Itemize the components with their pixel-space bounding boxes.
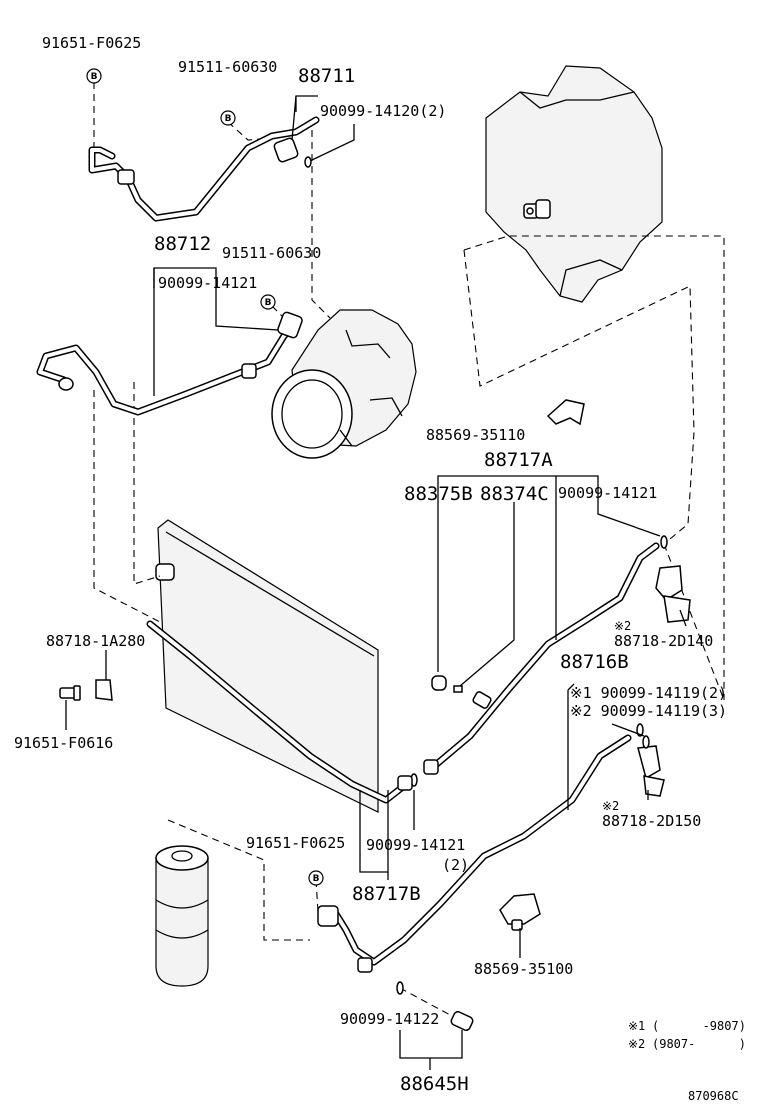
- pipe-88711: [88, 116, 320, 222]
- bracket-88718-1A280: [95, 679, 113, 701]
- o-ring-90099-14120: [304, 156, 312, 168]
- service-valve: [472, 691, 492, 709]
- label-88374C: 88374C: [480, 483, 549, 505]
- condenser: [155, 519, 379, 813]
- bolt-marker-91511-60630-a: B: [220, 110, 236, 126]
- fitting-88716B-lower: [317, 905, 373, 973]
- note-2-b: ※2: [602, 799, 619, 813]
- diagram-id: 870968C: [688, 1089, 739, 1103]
- legend-range-2: (9807- ): [652, 1037, 746, 1051]
- label-88375B: 88375B: [404, 483, 473, 505]
- label-88716B: 88716B: [560, 651, 629, 673]
- label-90099-14121-a: 90099-14121: [158, 274, 257, 292]
- bolt-91651-F0616: [59, 685, 81, 701]
- label-88718-1A280: 88718-1A280: [46, 632, 145, 650]
- leader-lines: [65, 95, 687, 1070]
- bolt-marker-text: B: [313, 874, 320, 884]
- engine-outline-dashed-2: [463, 235, 725, 700]
- bolt-marker-91651-F0625-low: B: [308, 870, 324, 886]
- label-90099-14120: 90099-14120(2): [320, 102, 446, 120]
- bolt-marker-text: B: [265, 298, 272, 308]
- pipe-88712: [36, 320, 300, 416]
- bolt-marker-91651-F0625-top: B: [86, 68, 102, 84]
- label-91511-60630-b: 91511-60630: [222, 244, 321, 262]
- label-qty-2: (2): [442, 856, 469, 874]
- clamp-88718-2D150: [637, 745, 665, 797]
- legend: ※1 ( -9807) ※2 (9807- ): [628, 1019, 746, 1051]
- label-88711: 88711: [298, 65, 355, 87]
- legend-mark-1: ※1: [628, 1019, 645, 1033]
- label-88717A: 88717A: [484, 449, 553, 471]
- label-90099-14119-3: ※2 90099-14119(3): [570, 702, 727, 720]
- o-ring-90099-14122: [396, 981, 404, 995]
- core-88374C: [453, 685, 463, 693]
- legend-range-1: ( -9807): [652, 1019, 746, 1033]
- label-88712: 88712: [154, 233, 211, 255]
- label-88569-35100: 88569-35100: [474, 960, 573, 978]
- receiver-dryer: [155, 845, 209, 987]
- joint-fittings-lower: [397, 759, 439, 791]
- pipe-88717A: [428, 542, 660, 772]
- bolt-marker-text: B: [91, 72, 98, 82]
- label-88718-2D150: 88718-2D150: [602, 812, 701, 830]
- engine-pressure-switch: [523, 199, 551, 219]
- label-91651-F0625-top: 91651-F0625: [42, 34, 141, 52]
- pipe-88717B: [146, 620, 408, 804]
- o-rings-90099-14119: [636, 723, 650, 749]
- label-88717B: 88717B: [352, 883, 421, 905]
- pressure-switch-88569-35110: [546, 399, 585, 426]
- label-90099-14121-b: 90099-14121: [558, 484, 657, 502]
- pipe-88716B: [332, 734, 632, 966]
- fitting-88712-end: [58, 311, 303, 391]
- label-91651-F0625-low: 91651-F0625: [246, 834, 345, 852]
- cap-88375B: [431, 675, 447, 691]
- bolt-marker-91511-60630-b: B: [260, 294, 276, 310]
- label-88645H: 88645H: [400, 1073, 469, 1095]
- label-88569-35110: 88569-35110: [426, 426, 525, 444]
- label-90099-14119-2: ※1 90099-14119(2): [570, 684, 727, 702]
- bolt-marker-text: B: [225, 114, 232, 124]
- label-90099-14121-c: 90099-14121: [366, 836, 465, 854]
- label-90099-14122: 90099-14122: [340, 1010, 439, 1028]
- switch-88645H: [450, 1010, 474, 1032]
- engine-block: [485, 65, 663, 303]
- legend-mark-2: ※2: [628, 1037, 645, 1051]
- fitting-88711-end: [117, 137, 299, 185]
- note-2-a: ※2: [614, 619, 631, 633]
- clamp-88718-2D140: [655, 565, 691, 623]
- o-ring-90099-14121-upper: [660, 535, 668, 549]
- label-91511-60630-a: 91511-60630: [178, 58, 277, 76]
- label-88718-2D140: 88718-2D140: [614, 632, 713, 650]
- engine-outline-dashed: [463, 249, 695, 545]
- pressure-switch-88569-35100: [499, 893, 541, 931]
- compressor: [271, 309, 417, 459]
- label-91651-F0616: 91651-F0616: [14, 734, 113, 752]
